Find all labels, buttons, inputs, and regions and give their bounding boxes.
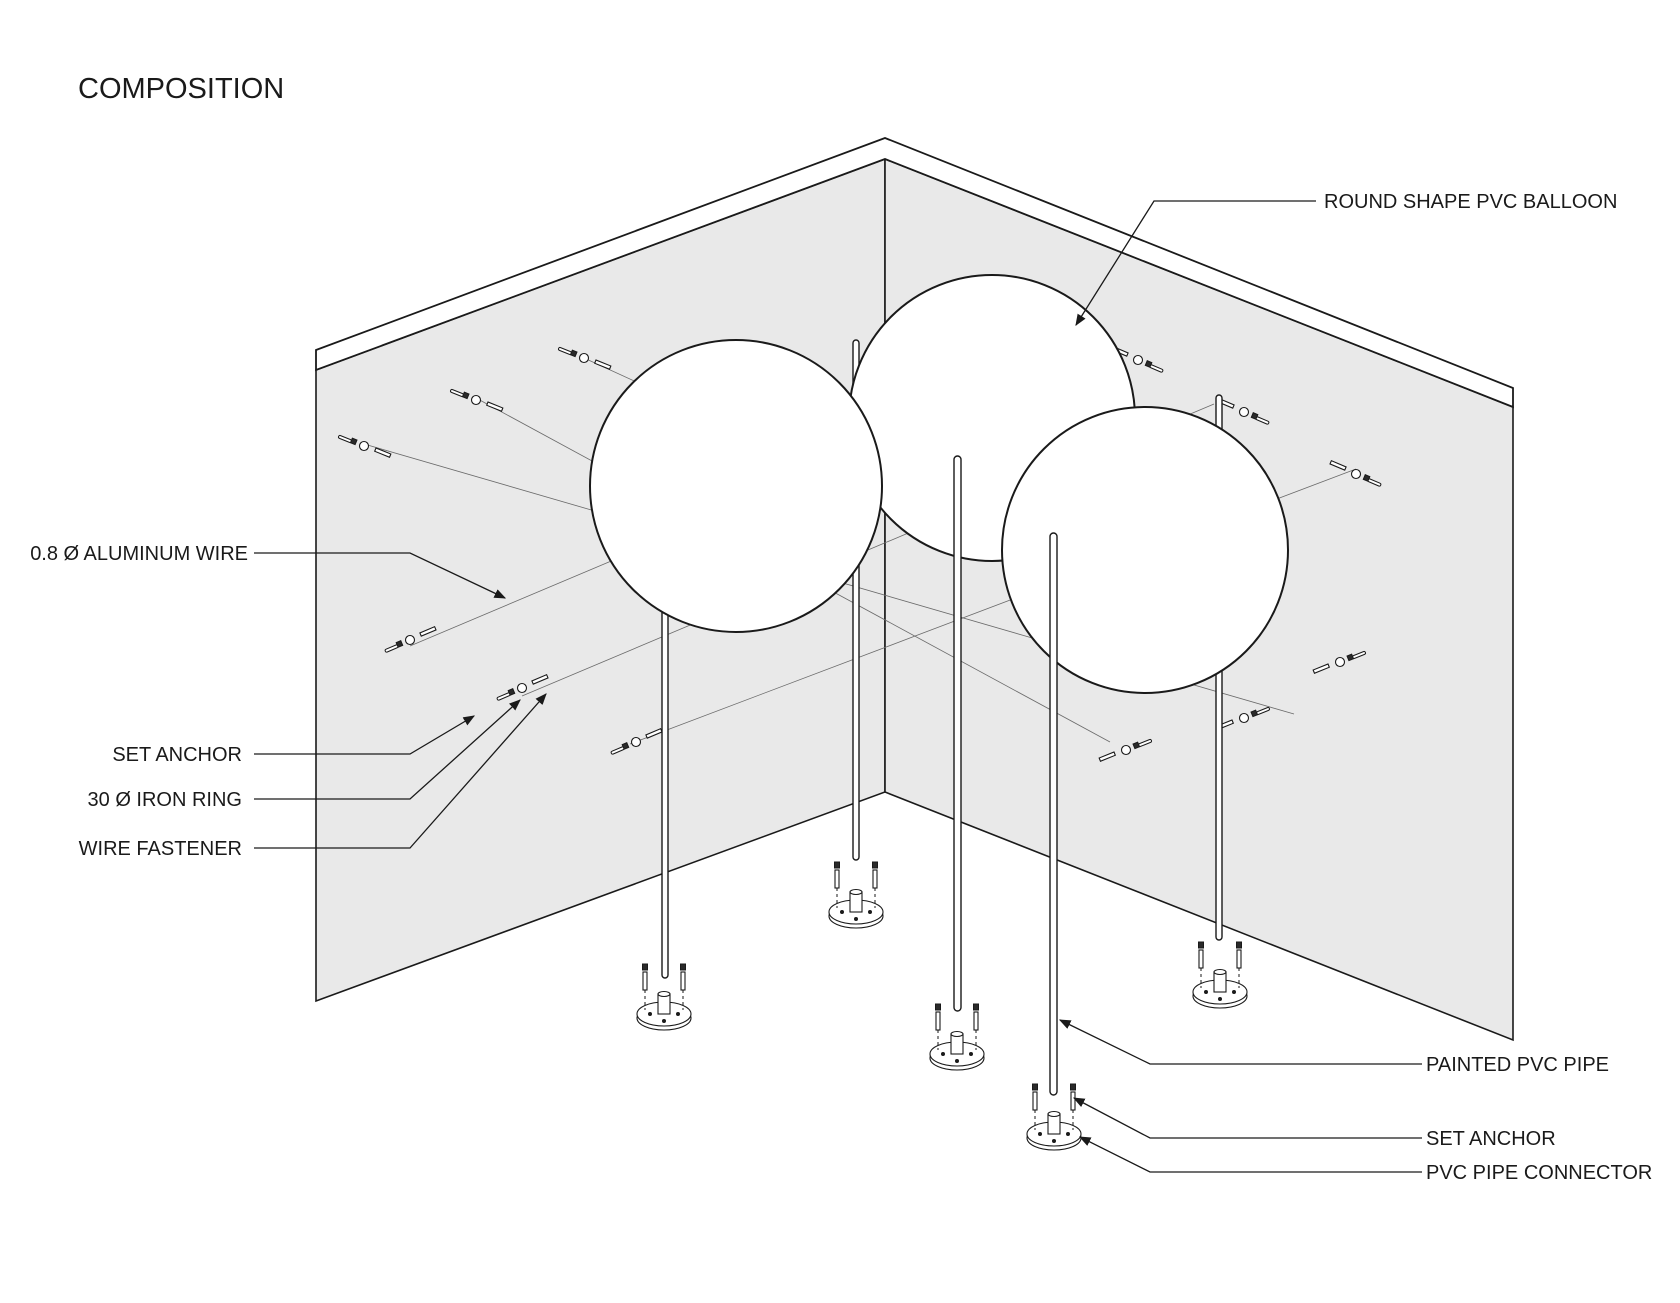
pvc-pipe <box>661 559 669 979</box>
balloons <box>589 274 1289 694</box>
floor-anchor-leader <box>1072 1097 1422 1139</box>
diagram-title: COMPOSITION <box>78 73 284 105</box>
wall-top-cap <box>315 137 1514 409</box>
pipe-connector-footing <box>828 861 884 929</box>
balloon-left <box>589 339 883 633</box>
label-set-anchor-wall: SET ANCHOR <box>112 744 242 766</box>
label-balloon: ROUND SHAPE PVC BALLOON <box>1324 191 1617 213</box>
label-pipe-connector: PVC PIPE CONNECTOR <box>1426 1162 1652 1184</box>
pipe-footings <box>636 861 1248 1151</box>
pipe-connector-footing <box>929 1003 985 1071</box>
label-aluminum-wire: 0.8 Ø ALUMINUM WIRE <box>30 543 248 565</box>
label-pvc-pipe: PAINTED PVC PIPE <box>1426 1054 1609 1076</box>
wall-anchor-leader <box>254 715 476 755</box>
label-set-anchor-floor: SET ANCHOR <box>1426 1128 1556 1150</box>
iron-ring-leader <box>254 699 521 800</box>
pipe-connector-footing <box>1192 941 1248 1009</box>
connector-leader <box>1078 1136 1422 1173</box>
balloon-right <box>1001 406 1289 694</box>
callout-labels: ROUND SHAPE PVC BALLOON 0.8 Ø ALUMINUM W… <box>30 191 1652 1184</box>
label-iron-ring: 30 Ø IRON RING <box>88 789 242 811</box>
pipe-leader <box>1058 1019 1422 1065</box>
room-walls <box>315 137 1514 1042</box>
front-pipes <box>953 455 1058 1096</box>
pvc-pipe <box>953 455 962 1012</box>
balloon-leader <box>1075 200 1316 326</box>
leader-lines <box>254 200 1422 1173</box>
wire-leader <box>254 552 507 599</box>
label-wire-fastener: WIRE FASTENER <box>79 838 242 860</box>
pvc-pipe <box>1049 532 1058 1096</box>
wire-fastener-leader <box>254 693 547 849</box>
